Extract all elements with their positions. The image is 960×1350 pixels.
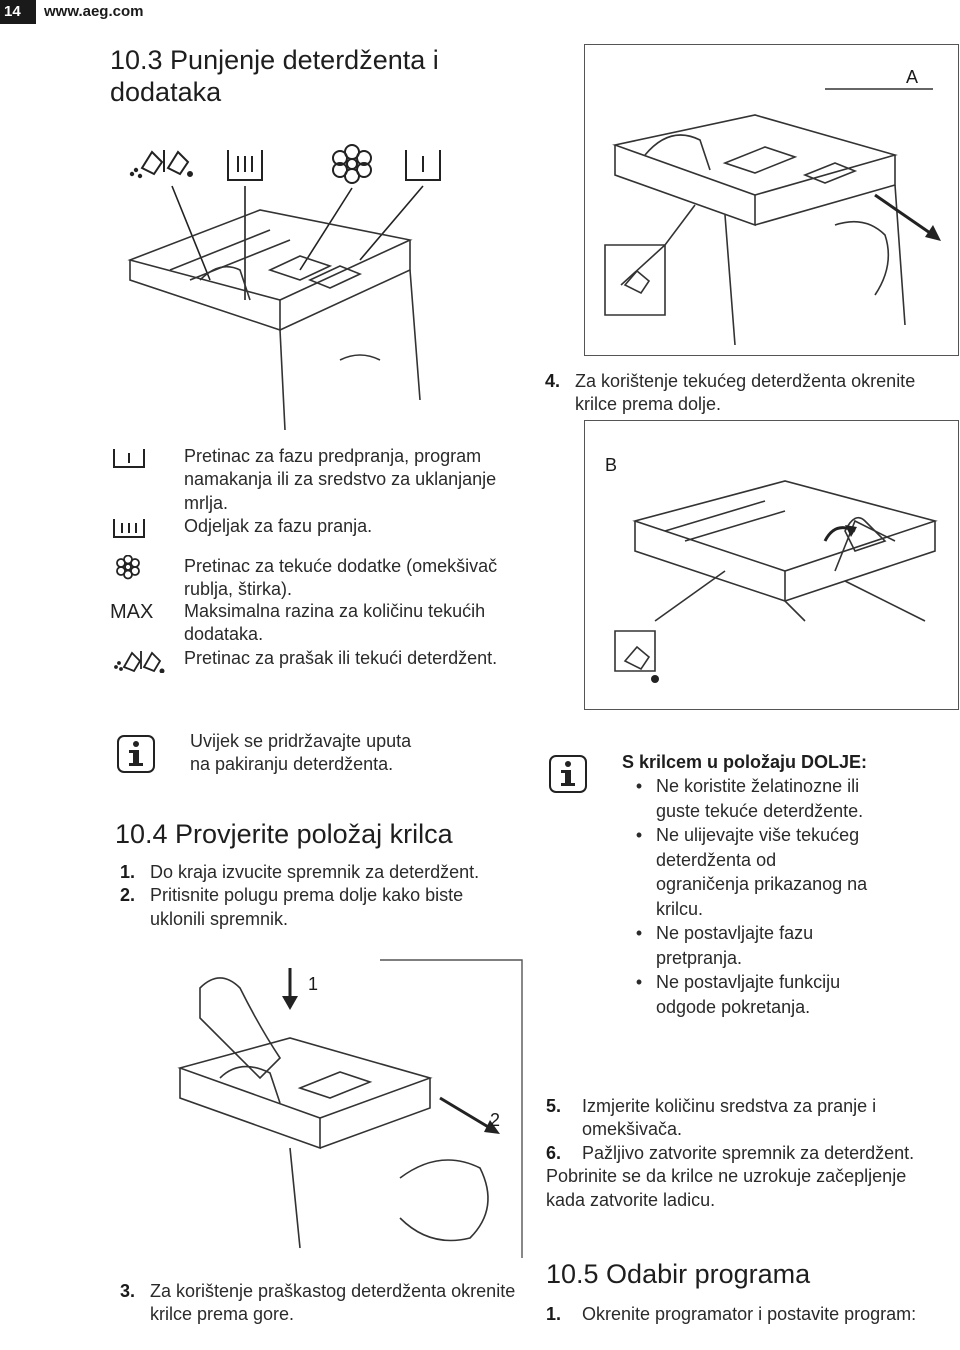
info-note: Uvijek se pridržavajte uputa na pakiranj…	[190, 730, 520, 777]
list-item: •Ne ulijevajte više tekućeg deterdženta …	[622, 823, 872, 921]
figure-a-label: A	[905, 67, 918, 87]
section-title-line2: dodataka	[110, 77, 222, 107]
info-icon	[548, 754, 588, 794]
legend-item-prewash: Pretinac za fazu predpranja, program nam…	[110, 445, 530, 515]
info-warning: S krilcem u položaju DOLJE: •Ne koristit…	[622, 751, 872, 1019]
legend-item-softener: Pretinac za tekuće dodatke (omekšivač ru…	[110, 555, 530, 602]
legend-item-max: MAX Maksimalna razina za količinu tekući…	[110, 600, 530, 647]
step-text: Pažljivo zatvorite spremnik za deterdžen…	[582, 1142, 915, 1163]
section-title-10-4: 10.4 Provjerite položaj krilca	[115, 819, 453, 849]
info-icon	[116, 734, 156, 774]
step-number: 5.	[546, 1096, 562, 1116]
arrow-down-icon	[282, 968, 298, 1010]
legend-text: Pretinac za prašak ili tekući deterdžent…	[184, 648, 498, 668]
step-text: Pritisnite polugu prema dolje kako biste…	[150, 885, 464, 929]
site-url[interactable]: www.aeg.com	[44, 3, 144, 20]
step-1: 1. Do kraja izvucite spremnik za deterdže…	[120, 861, 520, 884]
step-text: Za korištenje praškastog deterdženta okr…	[150, 1281, 516, 1325]
powder-liquid-detergent-icon	[110, 647, 176, 673]
step-text: Okrenite programator i postavite program…	[582, 1304, 917, 1324]
main-wash-icon	[110, 515, 176, 539]
info-note-line1: Uvijek se pridržavajte uputa	[190, 731, 412, 751]
list-item: •Ne postavljajte fazu pretpranja.	[622, 921, 872, 970]
list-item-text: Ne postavljajte fazu pretpranja.	[656, 923, 814, 968]
steps-5-6: 5. Izmjerite količinu sredstva za pranje …	[546, 1095, 946, 1212]
list-item: •Ne postavljajte funkciju odgode pokreta…	[622, 970, 872, 1019]
step-number: 4.	[545, 371, 561, 391]
figure-a-liquid-flap: A	[584, 44, 959, 356]
softener-flower-icon	[110, 555, 176, 580]
step-text: Za korištenje tekućeg deterdženta okreni…	[575, 371, 916, 415]
legend-text: Maksimalna razina za količinu tekućih do…	[184, 601, 486, 645]
step-6: 6. Pažljivo zatvorite spremnik za deterdž…	[546, 1142, 946, 1165]
info-note-line2: na pakiranju deterdženta.	[190, 754, 394, 775]
figure-c-label-1: 1	[308, 974, 319, 994]
step-text: Izmjerite količinu sredstva za pranje i …	[582, 1096, 877, 1140]
list-item: •Ne koristite želatinozne ili guste teku…	[622, 774, 872, 823]
prewash-icon	[110, 445, 176, 469]
figure-b-label: B	[605, 455, 618, 475]
page-header: 14 www.aeg.com	[0, 0, 960, 26]
step-5: 5. Izmjerite količinu sredstva za pranje …	[546, 1095, 946, 1142]
max-level-label: MAX	[110, 601, 154, 623]
step-3: 3. Za korištenje praškastog deterdženta o…	[120, 1280, 520, 1327]
step-2: 2. Pritisnite polugu prema dolje kako bis…	[120, 884, 520, 931]
powder-liquid-detergent-icon	[129, 150, 193, 179]
softener-flower-icon	[332, 144, 372, 184]
list-item-text: Ne postavljajte funkciju odgode pokretan…	[656, 972, 841, 1017]
section-title-10-5: 10.5 Odabir programa	[546, 1259, 811, 1289]
figure-remove-drawer: 1 2	[160, 958, 530, 1258]
section-title-10-3: 10.3 Punjenje deterdženta i dodataka	[110, 44, 530, 108]
step-number: 1.	[546, 1304, 562, 1324]
closing-note: Pobrinite se da krilce ne uzrokuje začep…	[546, 1166, 907, 1210]
legend-text: Pretinac za fazu predpranja, program nam…	[184, 446, 497, 513]
list-item-text: Ne ulijevajte više tekućeg deterdženta o…	[656, 825, 868, 919]
steps-10-4: 1. Do kraja izvucite spremnik za deterdže…	[120, 861, 520, 931]
legend-text: Pretinac za tekuće dodatke (omekšivač ru…	[184, 556, 498, 600]
arrow-down-right-icon	[439, 1096, 500, 1134]
step-4: 4. Za korištenje tekućeg deterdženta okr…	[545, 370, 945, 417]
figure-dispenser-compartments	[110, 130, 530, 430]
legend-item-main-wash: Odjeljak za fazu pranja.	[110, 515, 530, 539]
figure-b-powder-flap: B	[584, 420, 959, 710]
step-number: 6.	[546, 1142, 562, 1163]
step-number: 1.	[120, 862, 136, 882]
page-number: 14	[0, 0, 36, 24]
info-warning-title: S krilcem u položaju DOLJE:	[622, 752, 868, 772]
main-wash-icon	[227, 150, 263, 181]
legend-text: Odjeljak za fazu pranja.	[184, 516, 373, 536]
prewash-icon	[405, 150, 441, 181]
section-title-line1: 10.3 Punjenje deterdženta i	[110, 45, 439, 75]
step-text: Do kraja izvucite spremnik za deterdžent…	[150, 862, 480, 882]
arrow-down-right-icon	[874, 193, 941, 241]
step-number: 2.	[120, 885, 136, 906]
figure-c-label-2: 2	[490, 1110, 501, 1130]
step-number: 3.	[120, 1281, 136, 1301]
list-item-text: Ne koristite želatinozne ili guste tekuć…	[656, 776, 864, 821]
step-10-5-1: 1. Okrenite programator i postavite progr…	[546, 1303, 946, 1326]
legend-item-detergent: Pretinac za prašak ili tekući deterdžent…	[110, 647, 530, 673]
